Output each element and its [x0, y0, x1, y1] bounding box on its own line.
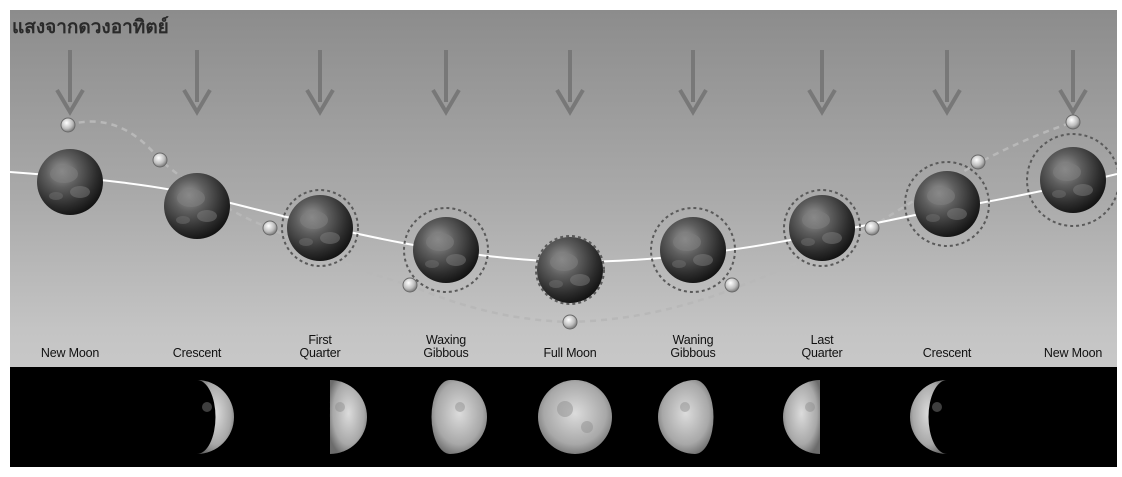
earth-globe [413, 217, 479, 283]
earth-globe [1040, 147, 1106, 213]
sunlight-arrow [431, 50, 461, 116]
moon-orbit-ring [650, 207, 736, 293]
sunlight-arrow [1058, 50, 1088, 116]
moon-appearance-strip [10, 367, 1117, 467]
moon-orbit-ring [403, 207, 489, 293]
phase-label-line2: New Moon [40, 346, 100, 360]
sunlight-arrow [55, 50, 85, 116]
orbiting-moons [60, 114, 1081, 330]
moon-orbit-ring [783, 189, 861, 267]
moon-orbit-ring [904, 161, 990, 247]
phase-label-line2: Quarter [801, 346, 843, 360]
earth-globe [914, 171, 980, 237]
phase-label: Full Moon [510, 347, 630, 360]
sunlight-arrow [807, 50, 837, 116]
phase-label-line1: Last [810, 333, 834, 347]
orbiting-moon [60, 117, 76, 133]
sunlight-arrow [555, 50, 585, 116]
moon-phase-image [431, 380, 487, 454]
phase-label-line1: First [308, 333, 332, 347]
phase-label-line2: Quarter [299, 346, 341, 360]
phase-label-line2: New Moon [1043, 346, 1103, 360]
phase-label-line2: Full Moon [543, 346, 597, 360]
sunlight-arrow [932, 50, 962, 116]
earth-globe [164, 173, 230, 239]
earth-globes [37, 147, 1106, 303]
moon-orbit-ring [281, 189, 359, 267]
phase-label: New Moon [10, 347, 130, 360]
phase-label-line2: Gibbous [423, 346, 469, 360]
earth-globe [660, 217, 726, 283]
orbiting-moon [970, 154, 986, 170]
earth-globe [287, 195, 353, 261]
moon-phase-image [783, 380, 821, 454]
moon-phase-diagram: แสงจากดวงอาทิตย์ [10, 10, 1117, 467]
earth-globe [789, 195, 855, 261]
orbiting-moon [724, 277, 740, 293]
orbiting-moon [864, 220, 880, 236]
phase-label: Crescent [137, 347, 257, 360]
phase-label-line1: Waxing [425, 333, 467, 347]
moon-orbit-ring [535, 235, 605, 305]
phase-label-line1: Waning [672, 333, 714, 347]
earth-globe [537, 237, 603, 303]
sunlight-arrows [55, 50, 1088, 116]
sunlight-label: แสงจากดวงอาทิตย์ [12, 16, 169, 38]
orbiting-moon [1065, 114, 1081, 130]
phase-label-line2: Crescent [922, 346, 972, 360]
sunlight-arrow [182, 50, 212, 116]
moon-phase-image [658, 380, 714, 454]
phase-label: Crescent [887, 347, 1007, 360]
sunlight-arrow [305, 50, 335, 116]
moon-phase-image [910, 380, 947, 454]
orbit-illustration [10, 50, 1117, 330]
orbiting-moon [402, 277, 418, 293]
phase-label-line2: Crescent [172, 346, 222, 360]
phase-label: New Moon [1013, 347, 1117, 360]
orbiting-moon [262, 220, 278, 236]
orbiting-moon [152, 152, 168, 168]
sunlight-arrow [678, 50, 708, 116]
orbiting-moon [562, 314, 578, 330]
earth-globe [37, 149, 103, 215]
moon-phase-image [329, 380, 367, 454]
moon-orbit-ring [1026, 133, 1117, 227]
moon-phase-image [197, 380, 234, 454]
phase-label-line2: Gibbous [670, 346, 716, 360]
moon-phase-image [538, 380, 612, 454]
